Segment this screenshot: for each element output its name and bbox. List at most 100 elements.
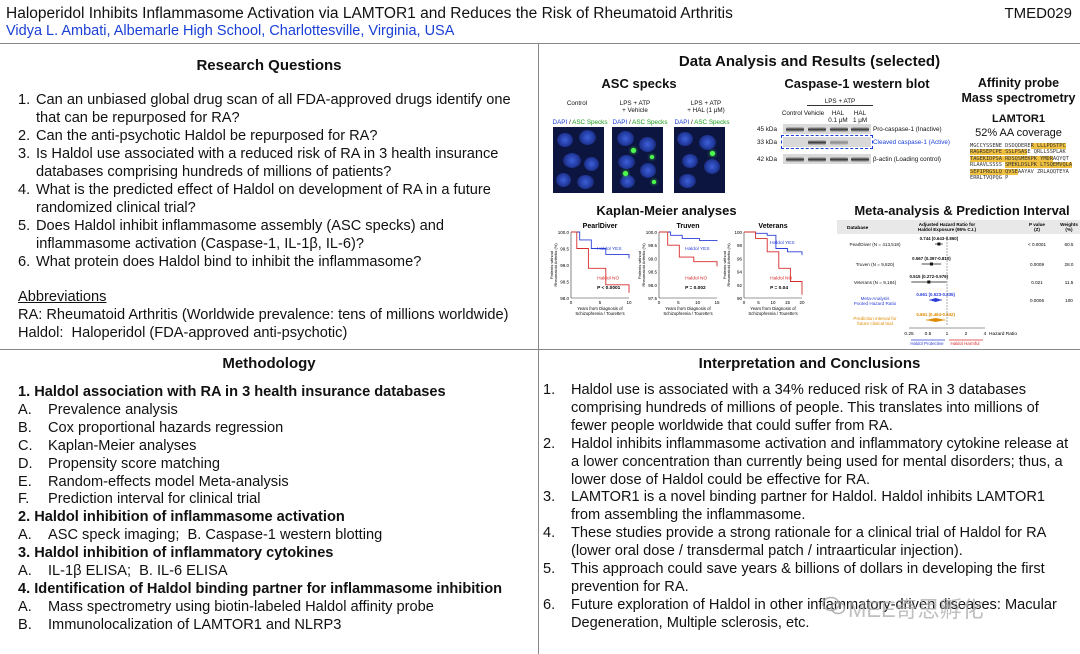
conclusion-item: 3.LAMTOR1 is a novel binding partner for… — [543, 489, 1073, 525]
forest-axis-label: Hazard Ratio — [989, 331, 1017, 337]
blot-pro-caspase — [783, 124, 871, 134]
question-text: Can an unbiased global drug scan of all … — [36, 92, 511, 126]
km-y-label: Rheumatoid Arthritis (%) — [641, 243, 646, 287]
km-y-tick: 98.5 — [648, 270, 657, 275]
conclusion-item: 5.This approach could save years & billi… — [543, 561, 1073, 597]
meta-title: Meta-analysis & Prediction Interval — [854, 203, 1070, 218]
forest-col-p: P value — [1029, 222, 1045, 227]
km-y-tick: 98 — [737, 243, 743, 248]
question-text: What is the predicted effect of Haldol o… — [36, 182, 491, 216]
forest-protective-label: Haldol Protective — [910, 341, 944, 346]
method-item: E.Random-effects model Meta-analysis — [18, 474, 533, 492]
abbreviation-haldol: Haldol: Haloperidol (FDA-approved anti-p… — [18, 325, 348, 341]
forest-row-db: future clinical trial — [857, 321, 893, 326]
km-y-tick: 92 — [737, 283, 743, 288]
method-item: A.ASC speck imaging; B. Caspase-1 wester… — [18, 527, 533, 545]
km-y-label: Rheumatoid Arthritis (%) — [553, 243, 558, 287]
protein-sequence: MGCCYSSENE DSDQDERER LLLPDSTPC RAGRSEPCP… — [970, 143, 1073, 182]
method-item: A.IL-1β ELISA; B. IL-6 ELISA — [18, 563, 533, 581]
forest-row-hr: 0.744 (0.643-0.860) — [920, 236, 959, 241]
affinity-title: Affinity probe Mass spectrometry — [961, 76, 1076, 105]
forest-point — [937, 242, 941, 246]
method-text: Kaplan-Meier analyses — [48, 437, 197, 454]
abbreviations-heading: Abbreviations — [18, 289, 107, 305]
blot-cleaved-caspase — [783, 137, 871, 147]
method-text: Prediction interval for clinical trial — [48, 491, 261, 508]
km-x-label: Schizophrenia / Tourette's — [748, 311, 797, 316]
km-y-tick: 94 — [737, 270, 743, 275]
forest-row-p: 0.021 — [1031, 280, 1043, 285]
question-text: What protein does Haldol bind to inhibit… — [36, 254, 422, 270]
conclusion-number: 6. — [543, 596, 556, 613]
method-letter: B. — [18, 616, 32, 633]
forest-row-hr: 0.661 (0.523-0.835) — [916, 292, 955, 297]
conclusion-number: 4. — [543, 525, 556, 542]
method-text: Prevalence analysis — [48, 401, 178, 418]
forest-point — [927, 280, 931, 284]
forest-row-p: < 0.0001 — [1028, 242, 1046, 247]
km-p-value: P = 0.002 — [685, 285, 706, 291]
km-x-tick: 10 — [770, 300, 776, 305]
km-label-yes: Haldol YES — [770, 240, 794, 246]
method-letter: A. — [18, 401, 32, 418]
km-y-tick: 100 — [734, 230, 742, 235]
forest-header-bg — [837, 220, 1080, 234]
km-p-value: P < 0.0001 — [597, 285, 621, 291]
stain-separator: / — [567, 119, 573, 126]
caspase-title: Caspase-1 western blot — [784, 76, 930, 91]
research-questions-title: Research Questions — [196, 57, 342, 74]
asc-stain-label: DAPI / ASC Specks — [671, 119, 733, 126]
method-text: Mass spectrometry using biotin-labeled H… — [48, 598, 434, 615]
km-panel-title: Truven — [677, 223, 700, 230]
blot-lane-label: Vehicle — [803, 110, 825, 117]
watermark-text: MEE奇思孵化 — [848, 597, 984, 622]
question-number: 6. — [18, 254, 31, 270]
question-text: Can the anti-psychotic Haldol be repurpo… — [36, 128, 378, 144]
km-curve-haldol-no — [571, 231, 630, 293]
forest-col-hr: Adjusted Hazard Ratio for — [919, 222, 976, 227]
km-x-tick: 0 — [570, 300, 573, 305]
question-item: 3.Is Haldol use associated with a reduce… — [18, 145, 533, 181]
km-y-label: Rheumatoid Arthritis (%) — [726, 243, 731, 287]
method-letter: B. — [18, 419, 32, 436]
affinity-coverage: 52% AA coverage — [975, 127, 1062, 139]
method-heading: 1. Haldol association with RA in 3 healt… — [18, 384, 446, 400]
stain-dapi: DAPI — [674, 119, 690, 126]
km-x-label: Years from Diagnosis of — [665, 306, 711, 311]
conclusion-item: 6. Future exploration of Haldol in other … — [543, 597, 1073, 633]
forest-x-tick: 2 — [965, 331, 968, 337]
method-item: A. Prevalence analysis — [18, 402, 533, 420]
km-label-no: Haldol NO — [597, 276, 619, 282]
blot-beta-actin — [783, 154, 871, 164]
data-analysis-title: Data Analysis and Results (selected) — [678, 53, 941, 70]
forest-row-db: Truven (N = 9,820) — [856, 262, 895, 267]
km-x-tick: 0 — [658, 300, 661, 305]
forest-diamond — [925, 318, 946, 322]
forest-x-tick: 0.25 — [904, 331, 914, 337]
stain-dapi: DAPI — [612, 119, 628, 126]
question-number: 5. — [18, 218, 31, 234]
forest-row-hr: 0.515 (0.272-0.976) — [910, 274, 949, 279]
conclusion-text: Future exploration of Haldol in other in… — [571, 596, 1057, 631]
methodology-title: Methodology — [222, 355, 316, 372]
asc-image-vehicle — [612, 127, 663, 193]
blot-band-label: β-actin (Loading control) — [873, 156, 942, 163]
km-x-tick: 0 — [743, 300, 746, 305]
forest-col-p: (Z) — [1034, 227, 1040, 232]
question-item: 6. What protein does Haldol bind to inhib… — [18, 253, 533, 271]
conclusion-number: 5. — [543, 561, 556, 578]
question-text: Is Haldol use associated with a reduced … — [36, 146, 499, 180]
method-text: Cox proportional hazards regression — [48, 419, 284, 436]
research-questions-panel: Research Questions 1.Can an unbiased glo… — [0, 44, 538, 349]
forest-row-p: 0.0009 — [1030, 262, 1044, 267]
forest-row-hr: 0.661 (0.464-0.942) — [916, 312, 955, 317]
km-curve-haldol-no — [659, 231, 718, 267]
km-panel-title: PearlDiver — [583, 223, 618, 230]
poster-author: Vidya L. Ambati, Albemarle High School, … — [6, 23, 455, 39]
blot-lps-bar — [807, 105, 873, 106]
forest-x-tick: 1 — [946, 331, 949, 337]
forest-row-p: 0.0006 — [1030, 298, 1044, 303]
forest-row-db: PearlDiver (N = 413,518) — [850, 242, 901, 247]
km-y-tick: 99.0 — [560, 263, 569, 268]
